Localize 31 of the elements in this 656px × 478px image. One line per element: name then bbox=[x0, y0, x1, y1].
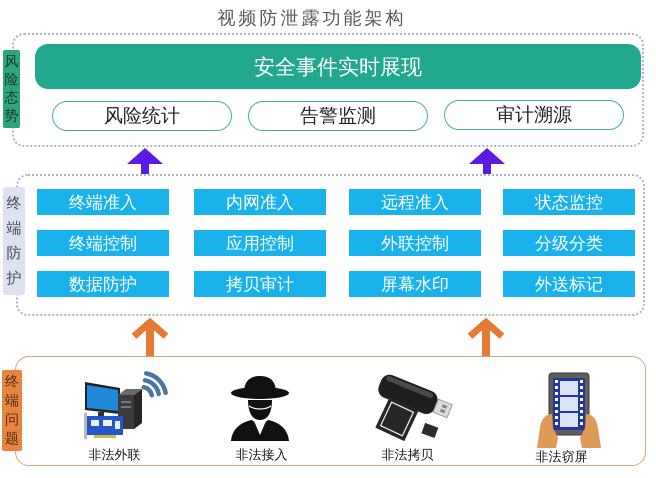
picture-caption: 非法窃屏 bbox=[536, 448, 588, 466]
rounded-box: 告警监测 bbox=[248, 101, 428, 131]
feature-box: 分级分类 bbox=[503, 230, 635, 256]
feature-box: 内网准入 bbox=[194, 189, 326, 215]
arrow bbox=[469, 148, 505, 174]
tablet-hands-icon bbox=[536, 372, 602, 448]
masked-figure-icon bbox=[228, 374, 290, 440]
side-tab: 终端防护 bbox=[3, 187, 25, 295]
feature-box: 应用控制 bbox=[194, 230, 326, 256]
rounded-box: 审计溯源 bbox=[444, 100, 624, 130]
feature-box: 外联控制 bbox=[349, 230, 481, 256]
feature-box: 数据防护 bbox=[37, 271, 169, 297]
feature-box: 状态监控 bbox=[503, 189, 635, 215]
side-tab: 终端问题 bbox=[2, 370, 22, 451]
feature-box: 拷贝审计 bbox=[194, 271, 326, 297]
rounded-box: 风险统计 bbox=[52, 101, 232, 131]
picture-caption: 非法外联 bbox=[88, 446, 140, 464]
side-tab: 风险态势 bbox=[3, 50, 20, 128]
title: 视频防泄露功能架构 bbox=[218, 7, 406, 30]
feature-box: 远程准入 bbox=[349, 189, 481, 215]
picture-caption: 非法拷贝 bbox=[382, 446, 434, 464]
arrow bbox=[466, 318, 506, 356]
feature-box: 外送标记 bbox=[503, 271, 635, 297]
arrow bbox=[127, 148, 163, 174]
feature-box: 终端控制 bbox=[37, 230, 169, 256]
feature-box: 屏幕水印 bbox=[349, 271, 481, 297]
feature-box: 终端准入 bbox=[37, 189, 169, 215]
computer-icon bbox=[84, 368, 170, 440]
arrow bbox=[130, 318, 170, 356]
picture-caption: 非法接入 bbox=[236, 446, 288, 464]
banner-box: 安全事件实时展现 bbox=[35, 44, 641, 89]
